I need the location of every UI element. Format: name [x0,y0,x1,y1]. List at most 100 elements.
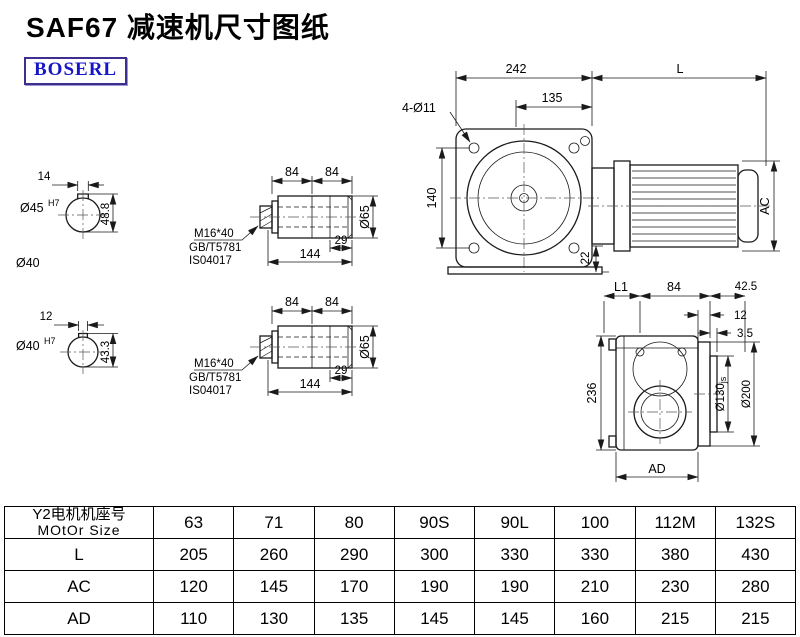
table-row-L: L 205 260 290 300 330 330 380 430 [4,538,797,571]
technical-drawing-canvas: 242 L 135 4-Ø11 140 22 AC 14 Ø45 H7 [16,62,780,482]
dim-29-label: 29 [335,365,348,377]
table-cell: 170 [313,570,395,603]
section-bottom-dimension-lines [54,321,118,368]
dim-29-label: 29 [335,235,348,247]
dim-42-5-label: 42.5 [735,281,757,293]
motor-size-label-cn: Y2电机机座号 [32,506,126,523]
shaft-detail-top-labels: 84 84 29 144 Ø65 M16*40 GB/T5781 IS04017 [189,165,372,267]
table-cell: 160 [554,602,636,635]
bolt-standard-iso-label: IS04017 [189,255,232,267]
page-title: SAF67 减速机尺寸图纸 [26,12,330,43]
table-cell: 130 [233,602,315,635]
table-cell: 145 [393,602,476,635]
table-cell: 300 [393,538,476,571]
table-cell: 120 [152,570,235,603]
bore-d45-tolerance: H7 [48,198,60,208]
dim-84b-label: 84 [325,295,339,309]
table-cell: 63 [152,506,235,539]
bolt-spec-label: M16*40 [194,228,234,240]
dim-L-label: L [677,62,684,76]
bore-d40-label: Ø40 [16,339,40,353]
dim-AD-label: AD [648,462,665,476]
dim-d200-label: Ø200 [741,380,753,408]
table-cell: 145 [233,570,315,603]
table-cell: 90S [393,506,476,539]
table-cell: 215 [634,602,716,635]
table-cell: 260 [233,538,315,571]
dim-84-label: 84 [667,280,681,294]
table-cell: 132S [714,506,797,539]
side-view-dimension-lines [596,292,760,482]
dim-d65-label: Ø65 [358,335,372,359]
dim-236-label: 236 [585,383,599,404]
dim-12-label: 12 [40,311,53,323]
table-row-AD: AD 110 130 135 145 145 160 215 215 [4,602,797,635]
brand-logo: BOSERL [24,57,128,85]
bolt-holes-callout: 4-Ø11 [402,101,436,115]
table-cell: 145 [473,602,556,635]
dim-14-label: 14 [38,171,51,183]
bore-section-geometry [60,330,106,374]
bore-d45-label: Ø45 [20,201,44,215]
row-label-AC: AC [4,570,154,603]
dim-43-3-label: 43.3 [100,341,112,363]
dim-12-flange-label: 12 [734,310,747,322]
row-label-AD: AD [4,602,154,635]
table-cell: 330 [554,538,636,571]
main-view-dimension-lines [436,71,780,273]
table-cell: 330 [473,538,556,571]
table-cell: 210 [554,570,636,603]
table-cell: 280 [714,570,797,603]
shaft-d40-label: Ø40 [16,256,40,270]
side-view-geometry [608,335,726,451]
bolt-standard-gb-label: GB/T5781 [189,242,241,254]
gearbox-face-geometry [447,124,603,275]
table-cell: 112M [634,506,716,539]
dimension-table: Y2电机机座号 MOtOr Size 63 71 80 90S 90L 100 … [4,506,797,635]
bore-d40-tolerance: H7 [44,336,56,346]
motor-geometry [588,160,772,252]
shaft-detail-bottom-labels: 84 84 29 144 Ø65 M16*40 GB/T5781 IS04017 [189,295,372,397]
table-cell: 430 [714,538,797,571]
table-cell: 100 [554,506,636,539]
table-cell: 135 [313,602,395,635]
table-cell: 205 [152,538,235,571]
motor-size-label-en: MOtOr Size [37,522,121,538]
table-cell: 190 [473,570,556,603]
hollow-shaft-section-bottom: 12 Ø40 H7 43.3 [16,311,118,374]
side-view: L1 84 42.5 12 3.5 236 Ø130js Ø200 AD [585,280,760,482]
dim-84b-label: 84 [325,165,339,179]
bolt-spec-label: M16*40 [194,358,234,370]
dim-144-label: 144 [300,247,321,261]
dim-48-8-label: 48.8 [100,203,112,225]
table-row-motor-size: Y2电机机座号 MOtOr Size 63 71 80 90S 90L 100 … [4,506,797,539]
dim-22-label: 22 [580,252,592,265]
motor-size-header-cell: Y2电机机座号 MOtOr Size [4,506,154,539]
table-cell: 215 [714,602,797,635]
dim-84a-label: 84 [285,295,299,309]
table-cell: 71 [233,506,315,539]
table-cell: 80 [313,506,395,539]
dim-84a-label: 84 [285,165,299,179]
dim-135-label: 135 [542,91,563,105]
dim-3-5-label: 3.5 [737,328,753,340]
table-cell: 380 [634,538,716,571]
table-cell: 90L [473,506,556,539]
shaft-detail-geometry [194,176,378,266]
dim-L1-label: L1 [614,280,628,294]
bolt-standard-gb-label: GB/T5781 [189,372,241,384]
hollow-shaft-section-top: 14 Ø45 H7 48.8 Ø40 [16,171,118,270]
table-row-AC: AC 120 145 170 190 190 210 230 280 [4,570,797,603]
dim-140-label: 140 [425,188,439,209]
row-label-L: L [4,538,154,571]
dim-AC-label: AC [758,197,772,214]
dim-d65-label: Ø65 [358,205,372,229]
table-cell: 230 [634,570,716,603]
main-assembly-view: 242 L 135 4-Ø11 140 22 AC [402,62,780,275]
table-cell: 190 [393,570,476,603]
section-top-dimension-lines [52,181,118,233]
dim-d130-label: Ø130js [715,376,728,411]
dim-144-label: 144 [300,377,321,391]
dim-242-label: 242 [506,62,527,76]
